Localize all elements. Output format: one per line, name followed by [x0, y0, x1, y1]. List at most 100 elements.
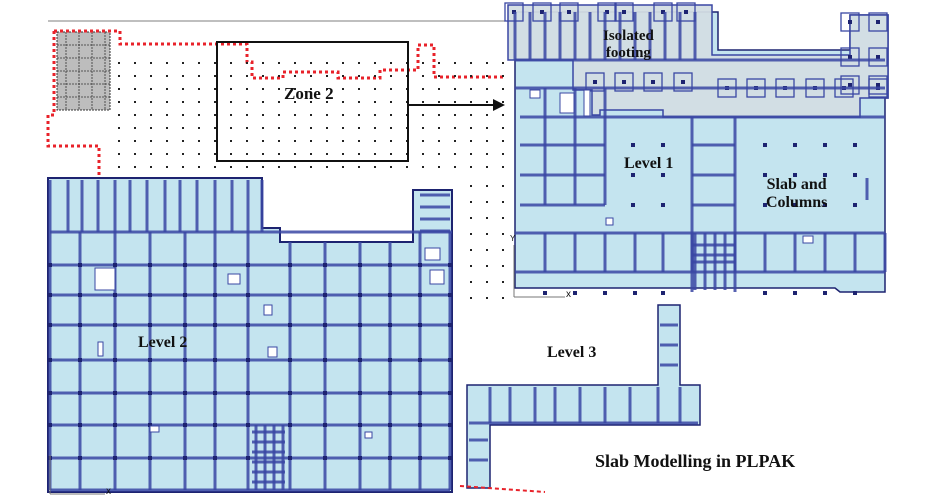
grid-point	[166, 114, 168, 116]
column	[853, 143, 857, 147]
grid-point	[438, 62, 440, 64]
column	[876, 20, 880, 24]
column	[448, 293, 452, 297]
grid-point	[454, 140, 456, 142]
grid-point	[150, 114, 152, 116]
footing-pad	[840, 47, 860, 67]
grid-point	[390, 88, 392, 90]
column	[448, 456, 452, 460]
column	[323, 263, 327, 267]
slab-columns-line2: Columns	[766, 194, 828, 212]
column	[148, 423, 152, 427]
column	[288, 323, 292, 327]
grid-point	[294, 88, 296, 90]
column	[418, 323, 422, 327]
column	[358, 423, 362, 427]
grid-point	[454, 127, 456, 129]
column	[323, 456, 327, 460]
grid-point	[246, 153, 248, 155]
grid-point	[486, 201, 488, 203]
grid-point	[230, 101, 232, 103]
grid-point	[278, 166, 280, 168]
grid-point	[230, 62, 232, 64]
grid-point	[326, 166, 328, 168]
grid-point	[262, 101, 264, 103]
grid-point	[422, 140, 424, 142]
grid-point	[118, 88, 120, 90]
column	[48, 293, 52, 297]
grid-point	[294, 75, 296, 77]
grid-point	[422, 88, 424, 90]
grid-point	[454, 75, 456, 77]
grid-point	[310, 75, 312, 77]
column	[593, 80, 597, 84]
column	[418, 391, 422, 395]
column	[823, 143, 827, 147]
column	[288, 391, 292, 395]
grid-point	[374, 62, 376, 64]
column	[358, 391, 362, 395]
column	[358, 323, 362, 327]
grid-point	[294, 153, 296, 155]
grid-point	[358, 75, 360, 77]
column	[622, 10, 626, 14]
column	[567, 10, 571, 14]
slab-opening	[605, 217, 614, 226]
column	[418, 423, 422, 427]
grid-point	[118, 153, 120, 155]
grid-point	[358, 140, 360, 142]
column	[246, 358, 250, 362]
column	[113, 323, 117, 327]
column	[113, 423, 117, 427]
grid-point	[486, 62, 488, 64]
grid-point	[486, 217, 488, 219]
column	[793, 203, 797, 207]
column	[651, 80, 655, 84]
zone-arrow	[408, 99, 505, 111]
grid-point	[262, 140, 264, 142]
grid-point	[502, 114, 504, 116]
grid-point	[246, 114, 248, 116]
grid-point	[342, 140, 344, 142]
column	[113, 456, 117, 460]
column	[323, 391, 327, 395]
grid-point	[214, 101, 216, 103]
grid-point	[422, 75, 424, 77]
column	[848, 83, 852, 87]
grid-point	[502, 75, 504, 77]
grid-point	[310, 114, 312, 116]
column	[323, 358, 327, 362]
column	[388, 358, 392, 362]
footing-pad	[673, 72, 693, 92]
column	[684, 10, 688, 14]
grid-point	[262, 127, 264, 129]
footing-pad	[614, 2, 634, 22]
grid-point	[470, 62, 472, 64]
column	[113, 391, 117, 395]
footing-pad	[643, 72, 663, 92]
column	[622, 80, 626, 84]
figure-caption: Slab Modelling in PLPAK	[595, 451, 796, 471]
grid-point	[230, 127, 232, 129]
column	[661, 203, 665, 207]
grid-point	[230, 88, 232, 90]
grid-point	[262, 153, 264, 155]
column	[876, 55, 880, 59]
grid-point	[502, 201, 504, 203]
grid-point	[358, 166, 360, 168]
grid-point	[374, 101, 376, 103]
column	[246, 391, 250, 395]
grid-point	[342, 153, 344, 155]
grid-point	[486, 127, 488, 129]
column	[573, 291, 577, 295]
grid-point	[150, 166, 152, 168]
grid-point	[150, 62, 152, 64]
column	[148, 358, 152, 362]
grid-point	[486, 281, 488, 283]
grid-point	[134, 62, 136, 64]
column	[631, 143, 635, 147]
column	[681, 80, 685, 84]
footing-pad	[597, 2, 617, 22]
column	[213, 358, 217, 362]
column	[148, 263, 152, 267]
